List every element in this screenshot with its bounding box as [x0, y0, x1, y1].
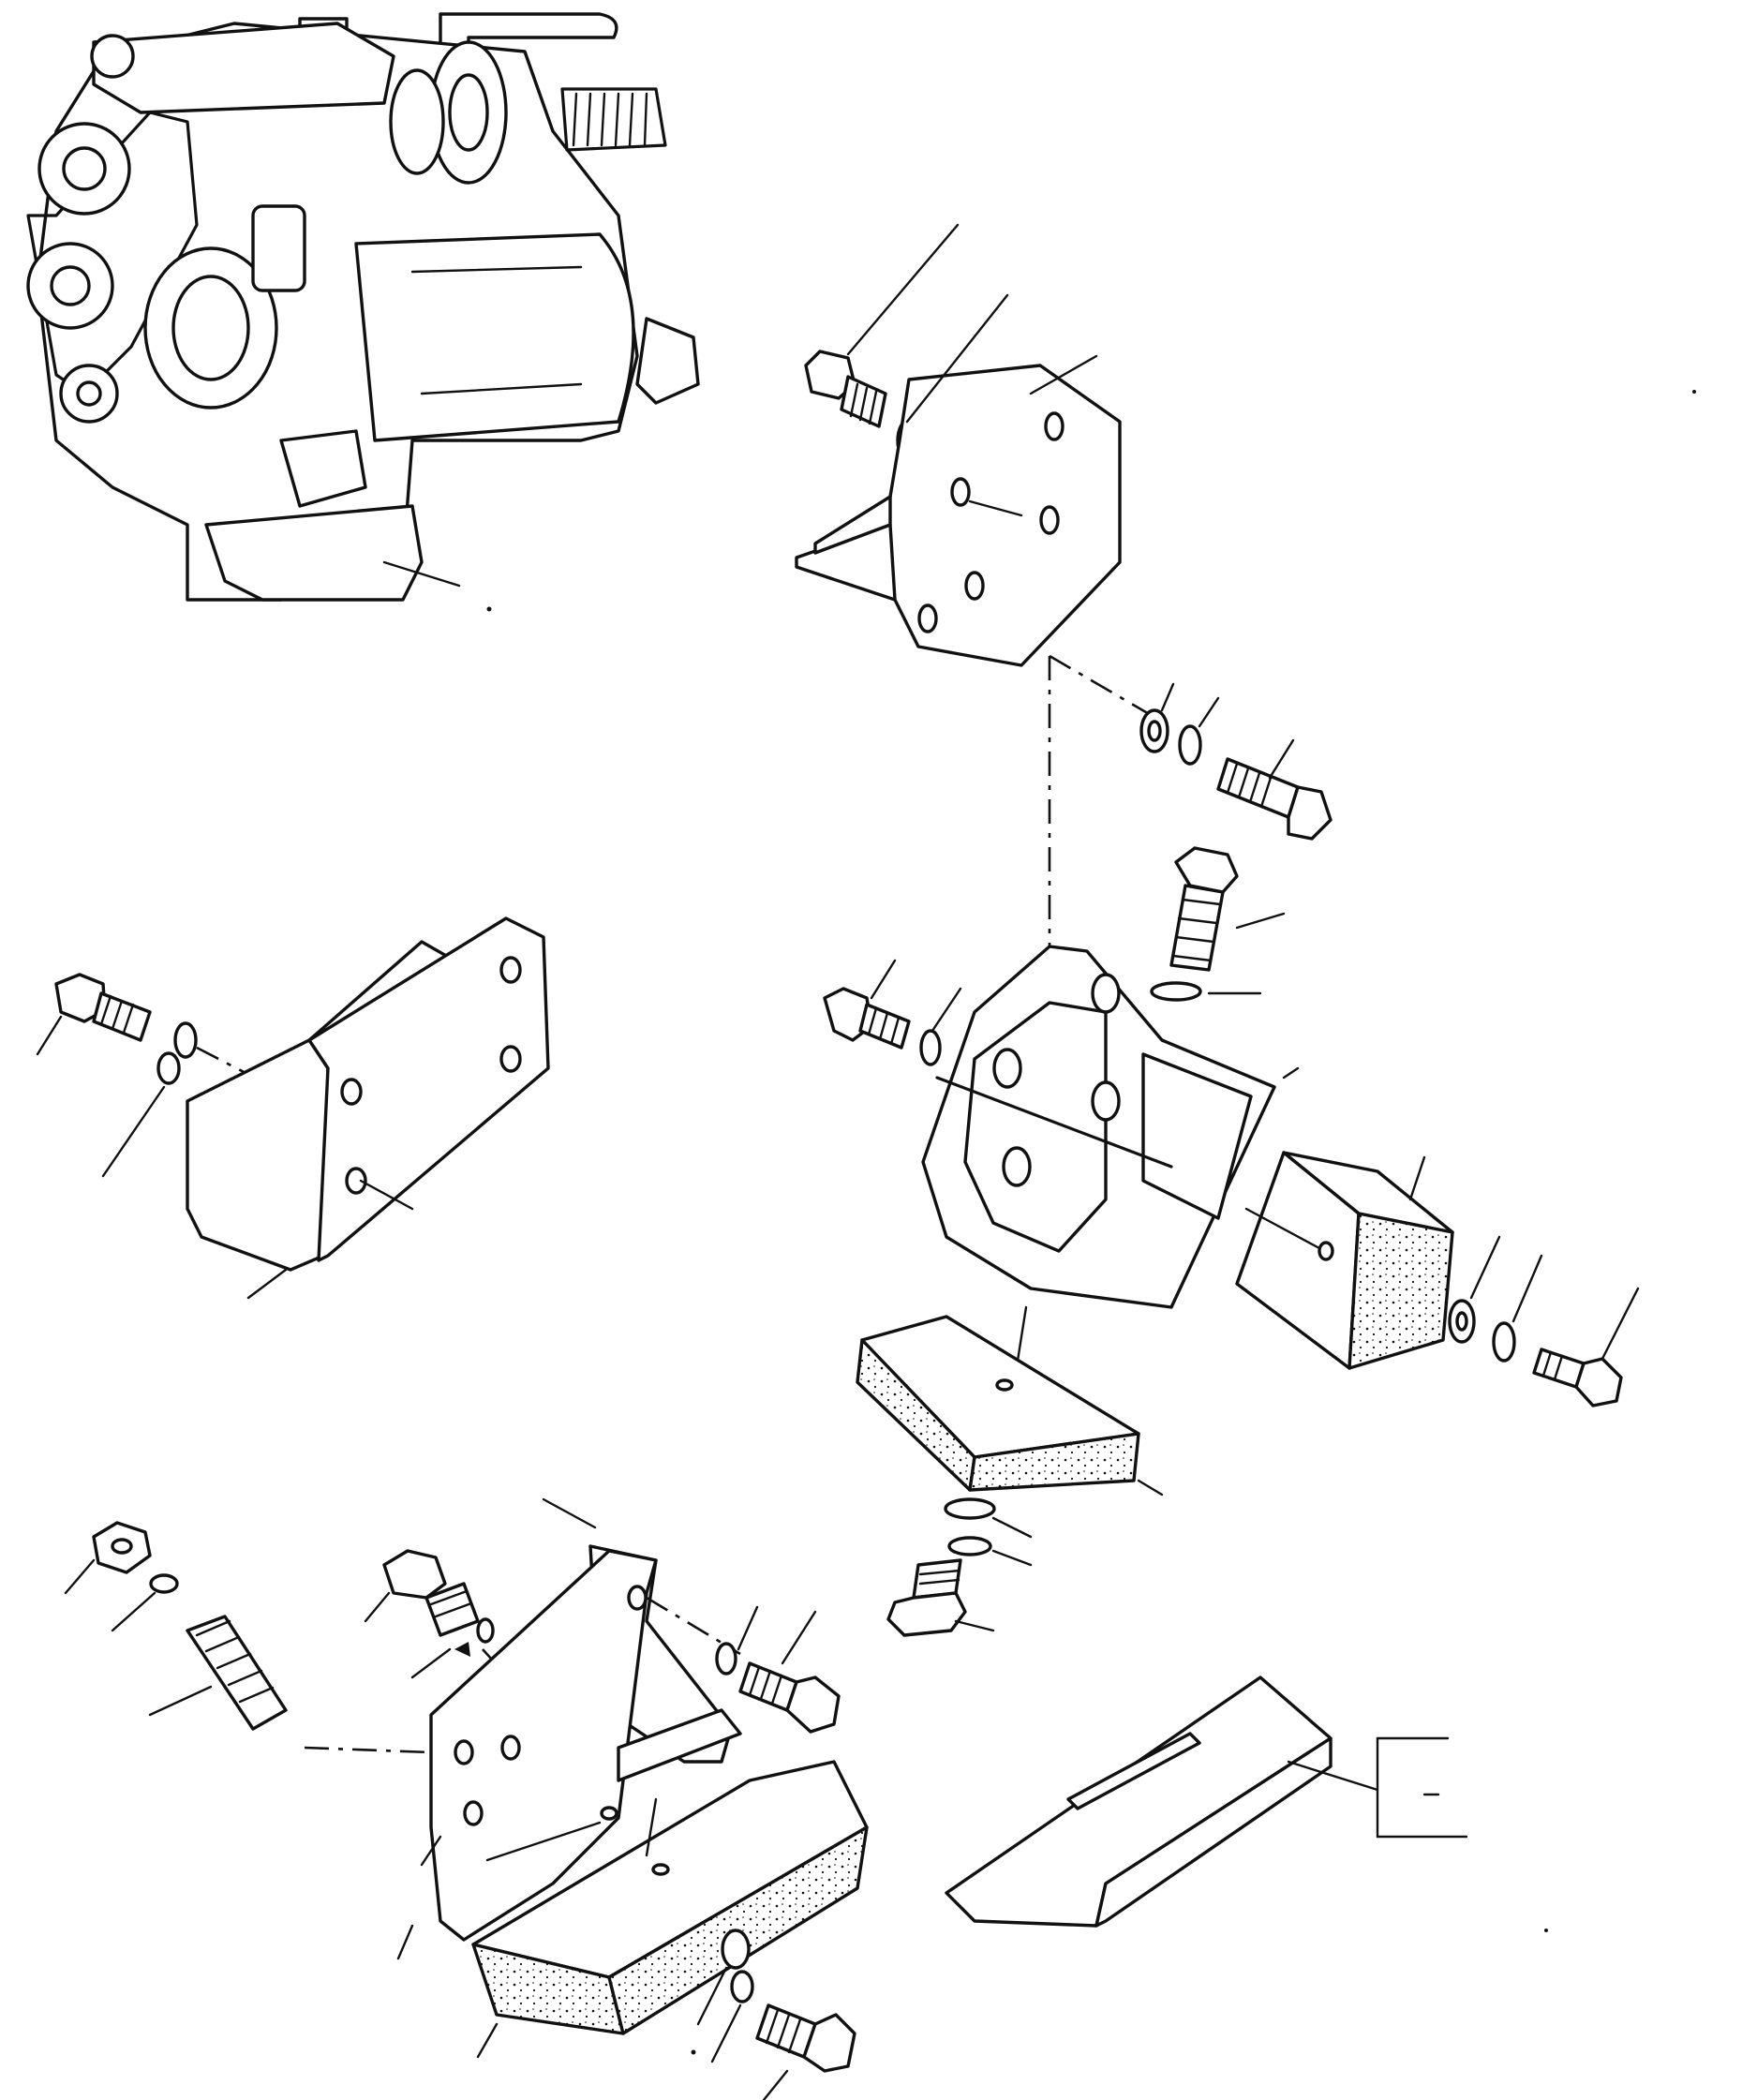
rubber-pad-center: [856, 1305, 1164, 1497]
legend-box: [1376, 1736, 1468, 1839]
channel-plate: [945, 1676, 1379, 1928]
mounting-bracket: [795, 364, 1122, 667]
lower-center-fasteners: [886, 1497, 1033, 1637]
center-right-mount-group: [823, 846, 1640, 1407]
lower-mount-bracket: [429, 1544, 742, 1942]
left-middle-bracket-group: [36, 916, 550, 1300]
hex-bolt: [804, 350, 887, 428]
rubber-block: [1235, 1151, 1454, 1370]
mount-housing: [921, 945, 1300, 1309]
upper-right-fasteners: [1139, 682, 1333, 841]
angle-bracket: [186, 916, 550, 1272]
upper-right-bracket-group: [795, 223, 1122, 667]
alignment-line: [1049, 654, 1163, 723]
engine-assembly: [26, 12, 700, 612]
lower-left-mount-group: [64, 1497, 869, 2100]
